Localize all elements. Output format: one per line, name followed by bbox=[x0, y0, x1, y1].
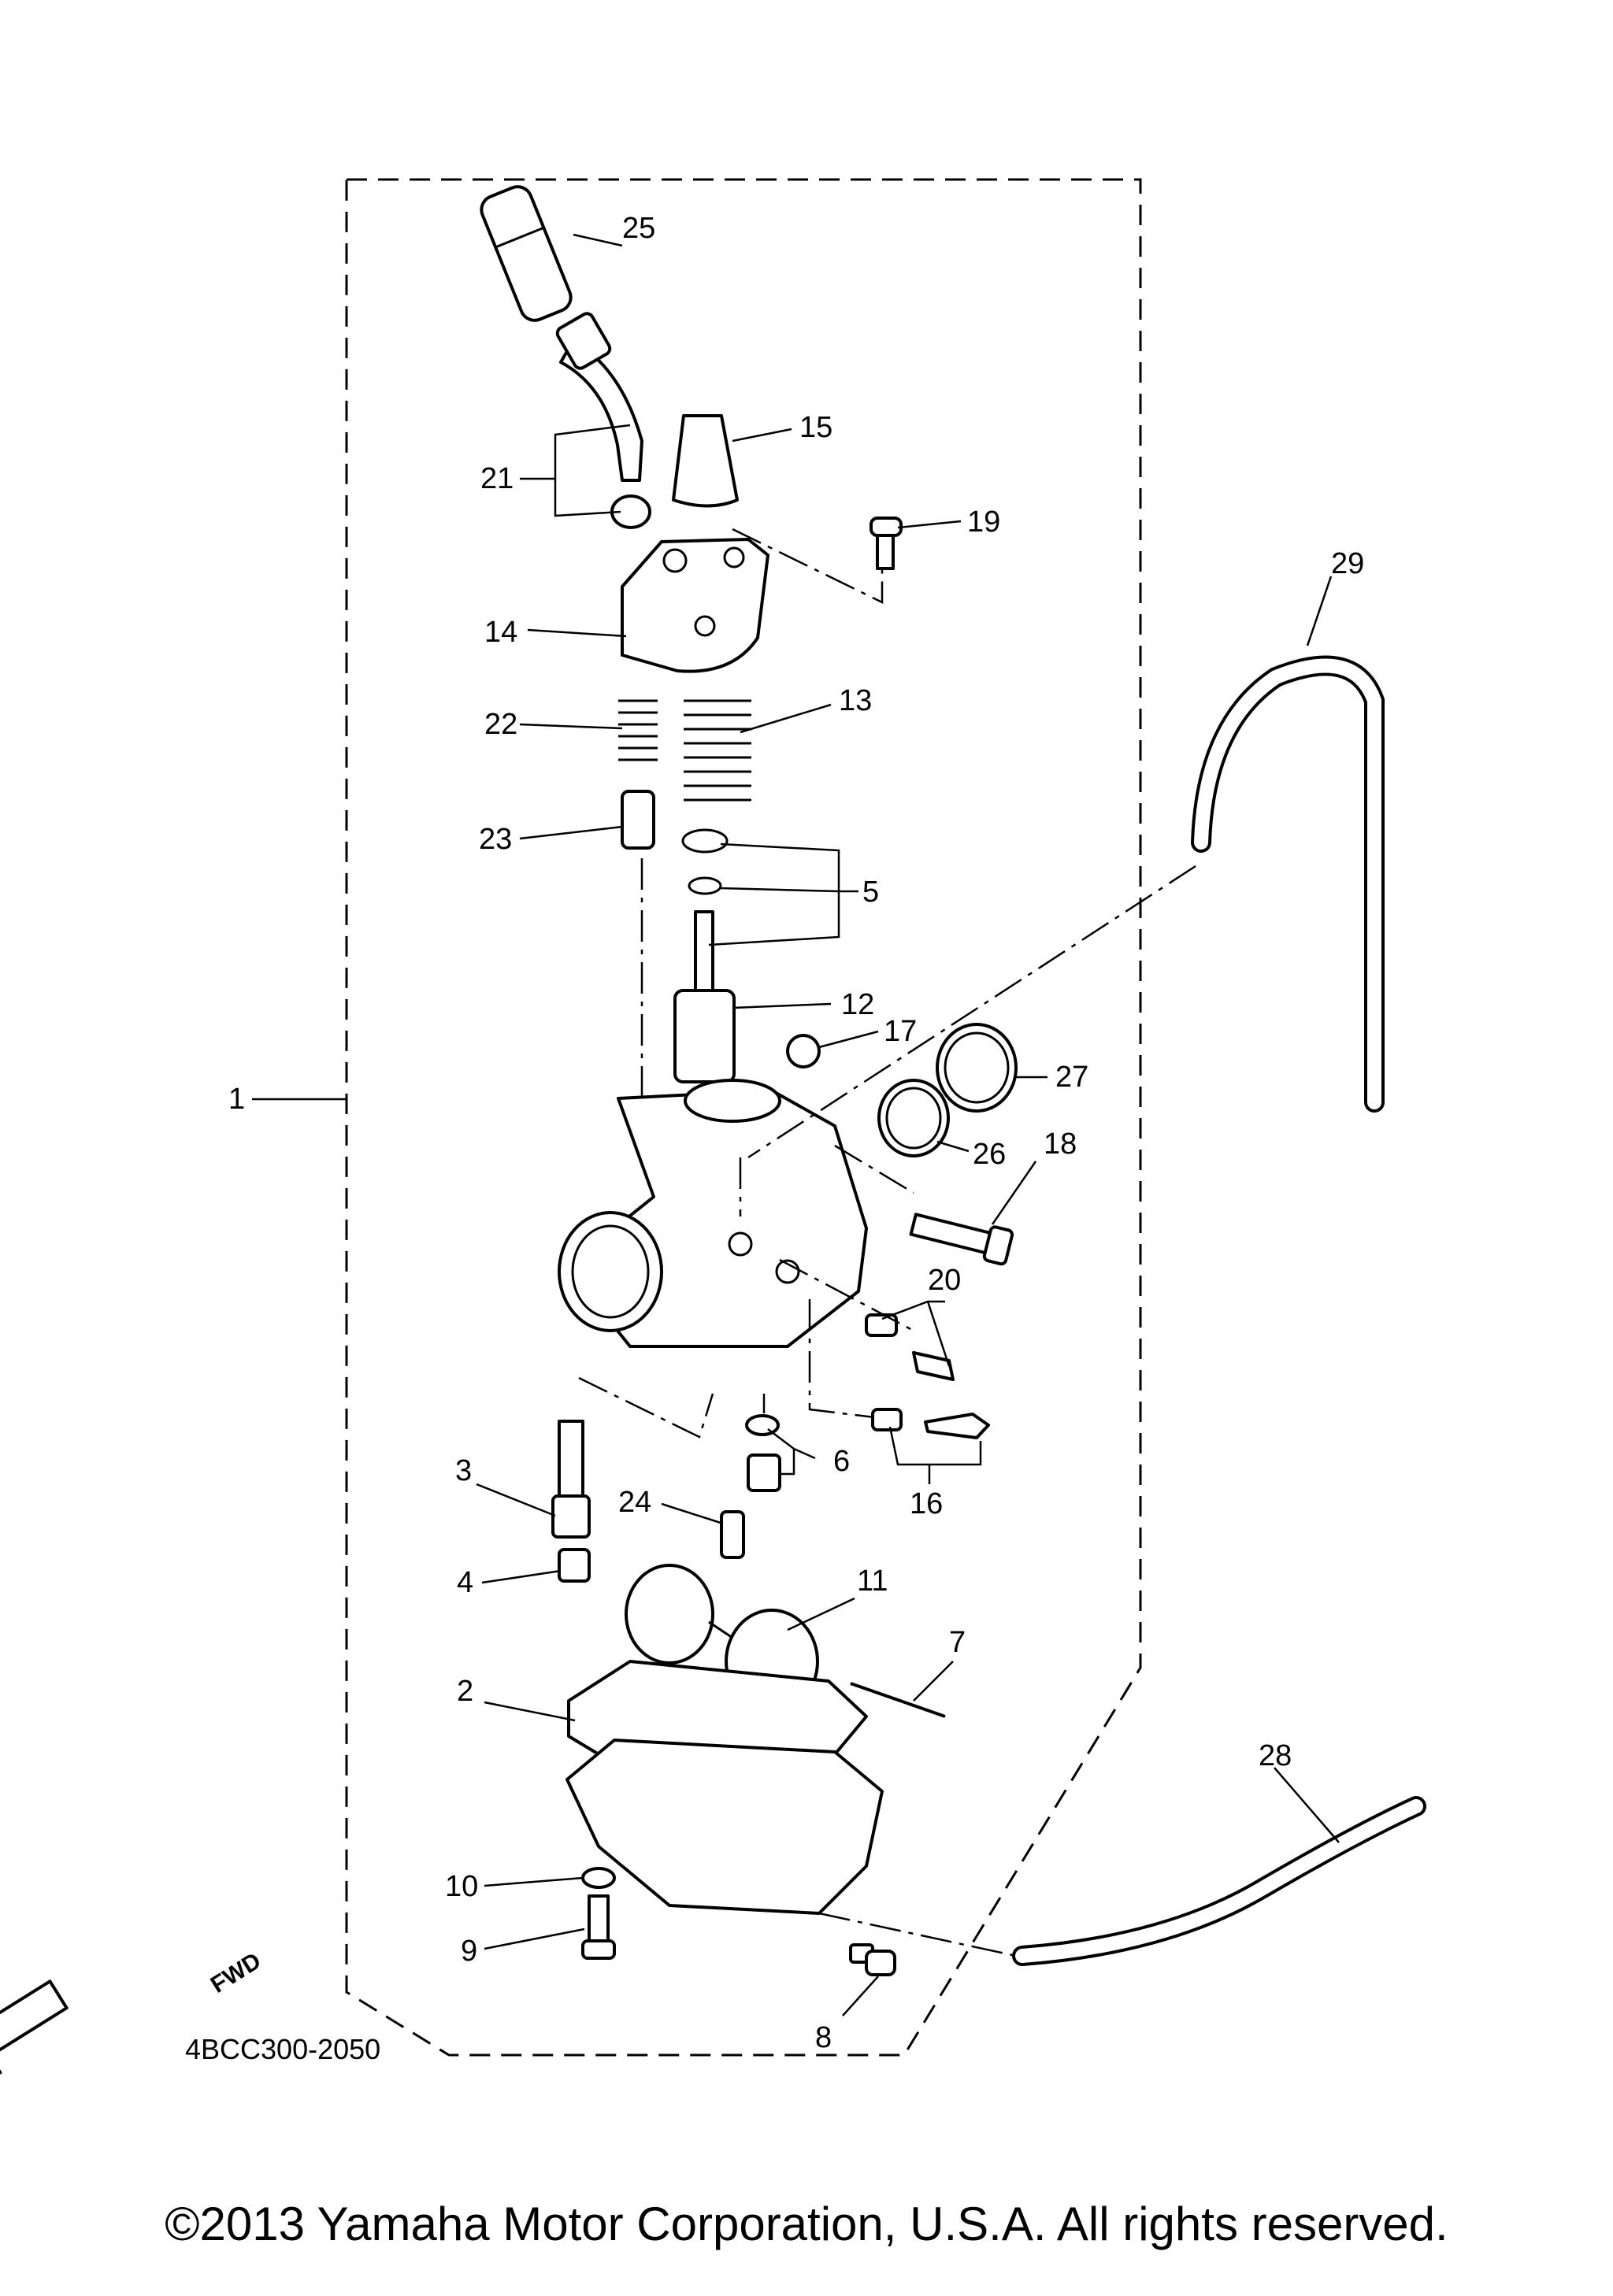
callout-4: 4 bbox=[457, 1566, 473, 1599]
callout-20: 20 bbox=[928, 1264, 961, 1297]
fwd-label: FWD bbox=[206, 1948, 265, 1998]
copyright-notice: ©2013 Yamaha Motor Corporation, U.S.A. A… bbox=[165, 2198, 1448, 2250]
part-12-throttle-valve bbox=[673, 910, 736, 1083]
callout-26: 26 bbox=[973, 1138, 1006, 1171]
part-1-carburetor-body bbox=[558, 1079, 868, 1348]
part-10-washer bbox=[581, 1867, 616, 1889]
part-23-clip bbox=[621, 790, 655, 850]
part-6-plug bbox=[745, 1414, 781, 1492]
callout-23: 23 bbox=[479, 823, 512, 856]
callout-8: 8 bbox=[815, 2021, 832, 2054]
part-19-screw bbox=[870, 517, 903, 570]
part-3-needle-jet bbox=[551, 1420, 591, 1539]
part-16-screw-set bbox=[871, 1408, 990, 1439]
callout-29: 29 bbox=[1331, 547, 1364, 580]
assembly-boundary bbox=[345, 178, 1142, 2057]
drawing-code: 4BCC300-2050 bbox=[185, 2033, 380, 2065]
callout-1: 1 bbox=[228, 1083, 245, 1116]
part-26-ring bbox=[877, 1079, 950, 1157]
callout-25: 25 bbox=[622, 212, 655, 245]
part-13-spring bbox=[684, 699, 751, 802]
callout-17: 17 bbox=[884, 1015, 917, 1048]
part-25-cap bbox=[480, 185, 573, 322]
callout-5: 5 bbox=[862, 876, 879, 909]
part-27-ring bbox=[936, 1023, 1018, 1113]
part-9-screw bbox=[581, 1894, 616, 1960]
callout-12: 12 bbox=[841, 988, 874, 1021]
callout-7: 7 bbox=[949, 1626, 966, 1659]
callout-27: 27 bbox=[1055, 1061, 1088, 1094]
part-22-spring bbox=[618, 699, 658, 761]
callout-9: 9 bbox=[461, 1935, 477, 1968]
callout-15: 15 bbox=[799, 411, 832, 444]
callout-10: 10 bbox=[445, 1870, 478, 1903]
leader-lines bbox=[252, 233, 1340, 2016]
part-float-bowl bbox=[565, 1739, 884, 1915]
callout-2: 2 bbox=[457, 1675, 473, 1708]
callout-3: 3 bbox=[455, 1454, 472, 1487]
part-24-pilot-jet bbox=[720, 1510, 745, 1559]
part-5-clips bbox=[681, 828, 729, 895]
callout-24: 24 bbox=[618, 1486, 651, 1519]
callout-11: 11 bbox=[857, 1565, 888, 1598]
part-4-main-jet bbox=[558, 1548, 591, 1583]
fwd-arrow-icon bbox=[0, 1979, 69, 2075]
callout-13: 13 bbox=[839, 684, 872, 717]
part-14-cover bbox=[621, 538, 769, 673]
callout-19: 19 bbox=[967, 505, 1000, 539]
callout-14: 14 bbox=[484, 616, 517, 649]
assembly-lines bbox=[578, 528, 1196, 1957]
callout-28: 28 bbox=[1259, 1739, 1292, 1772]
part-21-tube bbox=[555, 312, 651, 529]
part-18-bolt bbox=[909, 1213, 1014, 1266]
part-17-nut bbox=[786, 1034, 821, 1068]
callout-6: 6 bbox=[833, 1445, 850, 1478]
part-2-gasket bbox=[567, 1660, 868, 1765]
callout-labels: 1 2 3 4 5 6 7 8 9 10 11 12 13 14 15 16 1… bbox=[228, 212, 1364, 2054]
callout-16: 16 bbox=[910, 1487, 943, 1520]
callout-21: 21 bbox=[480, 462, 514, 495]
part-15-boot bbox=[672, 414, 739, 508]
part-8-screw bbox=[849, 1943, 896, 1976]
callout-18: 18 bbox=[1044, 1128, 1077, 1161]
callout-22: 22 bbox=[484, 708, 517, 741]
part-7-pin bbox=[850, 1682, 946, 1718]
part-20-screw-set bbox=[865, 1313, 955, 1381]
